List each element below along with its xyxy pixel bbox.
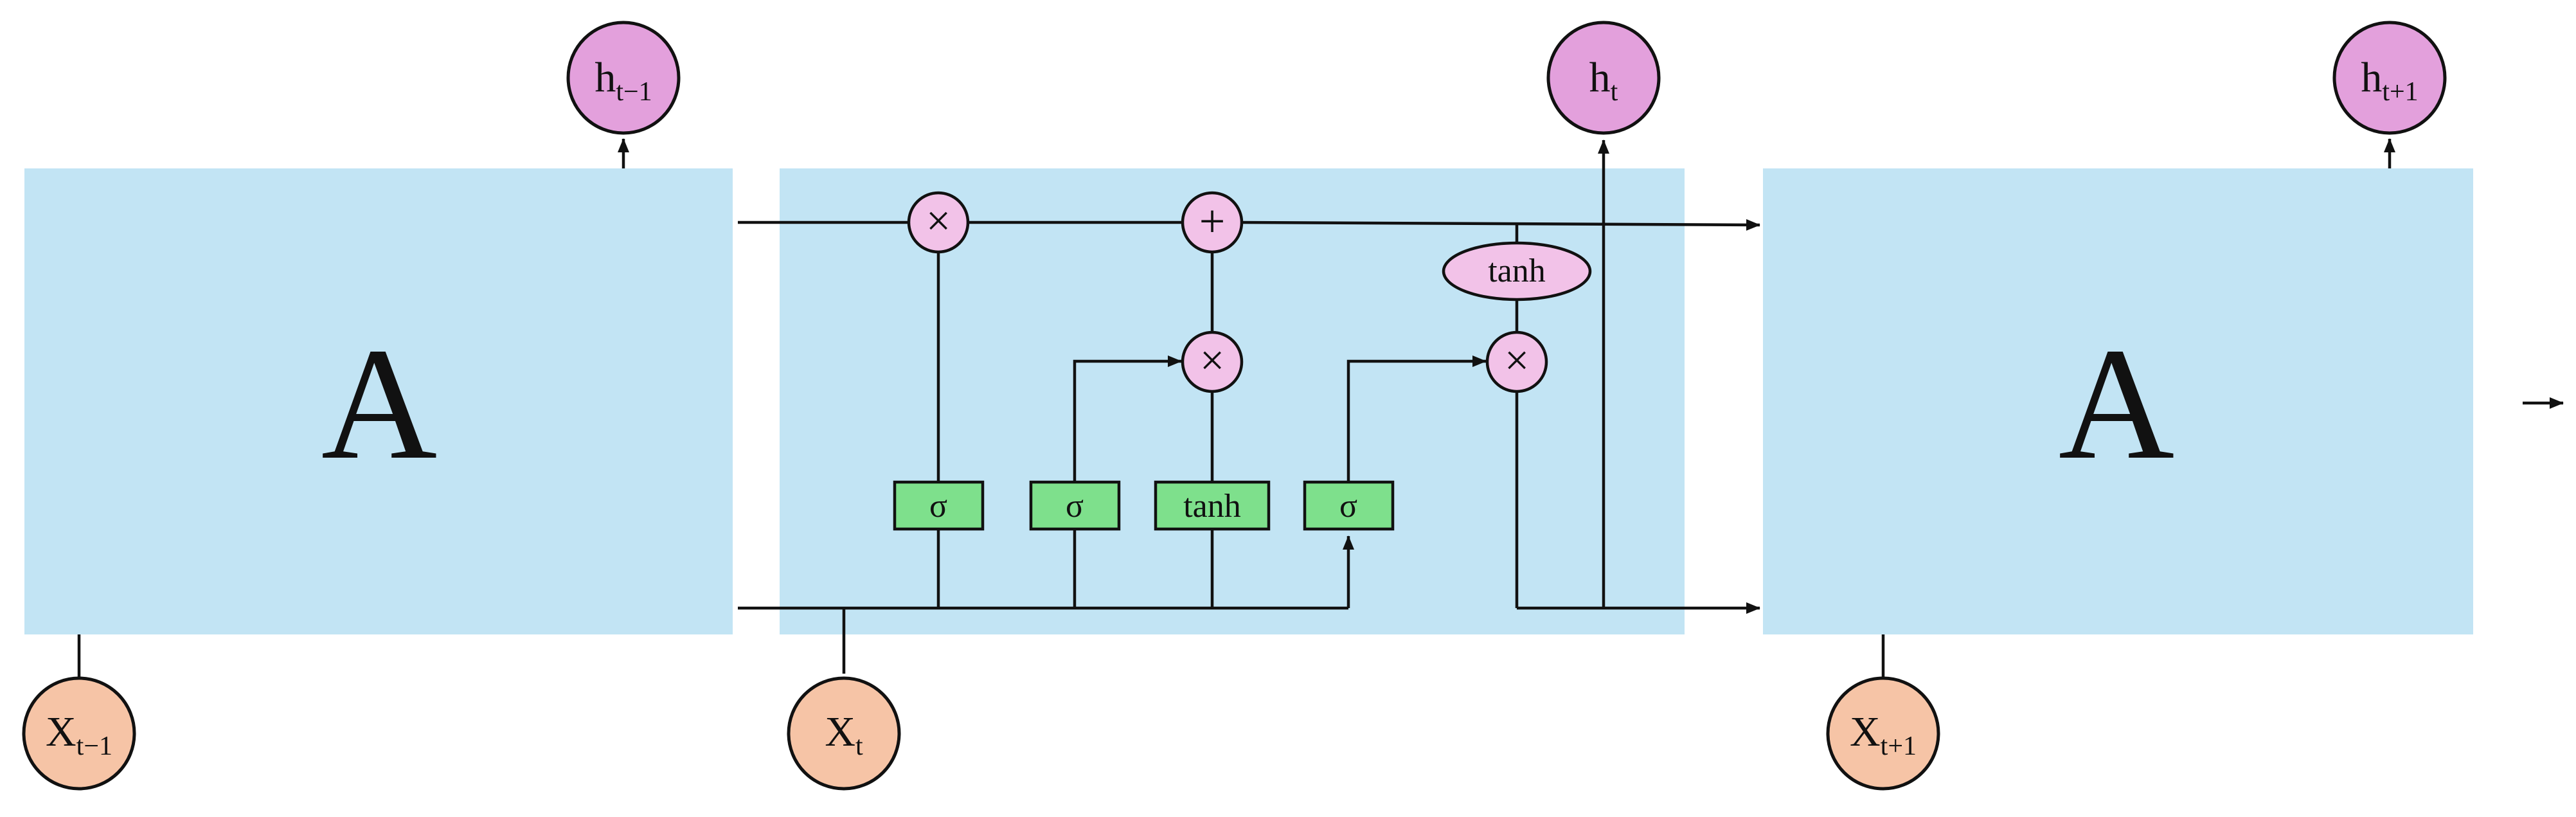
left-cell-label: A <box>321 315 438 493</box>
svg-text:tanh: tanh <box>1488 253 1546 289</box>
svg-text:×: × <box>926 196 951 245</box>
input-multiply-op: × <box>1181 330 1244 393</box>
output-gate: σ <box>1303 480 1395 531</box>
svg-text:σ: σ <box>1339 488 1357 525</box>
svg-text:×: × <box>1200 336 1224 384</box>
svg-text:Xt−1: Xt−1 <box>46 708 112 761</box>
svg-text:tanh: tanh <box>1183 488 1241 525</box>
input-node-current: Xt <box>787 676 901 791</box>
cell-state-line-out <box>1240 219 1760 231</box>
right-cell-box <box>1763 168 2473 634</box>
candidate-gate: tanh <box>1154 480 1271 531</box>
output-gate-to-multiply <box>1346 355 1487 482</box>
input-node-next: Xt+1 <box>1826 676 1940 791</box>
output-node-next: ht+1 <box>2332 21 2447 135</box>
input-gate: σ <box>1029 480 1121 531</box>
svg-text:ht+1: ht+1 <box>2361 54 2418 107</box>
cell-add-op: + <box>1181 191 1244 254</box>
svg-text:ht: ht <box>1589 54 1618 107</box>
left-cell-box <box>24 168 733 634</box>
svg-text:Xt: Xt <box>825 708 863 761</box>
svg-text:Xt+1: Xt+1 <box>1850 708 1917 761</box>
input-to-multiply <box>1073 355 1182 482</box>
input-node-prev: Xt−1 <box>22 676 136 791</box>
svg-text:+: + <box>1199 195 1226 247</box>
right-cell-label: A <box>2059 315 2175 493</box>
cell-tanh-op: tanh <box>1442 241 1592 301</box>
svg-text:ht−1: ht−1 <box>595 54 652 107</box>
output-node-prev: ht−1 <box>566 21 681 135</box>
forget-gate: σ <box>893 480 985 531</box>
svg-text:σ: σ <box>1066 488 1084 525</box>
output-multiply-op: × <box>1485 330 1548 393</box>
svg-text:σ: σ <box>929 488 947 525</box>
output-node-current: ht <box>1546 21 1661 135</box>
forget-multiply-op: × <box>907 191 970 254</box>
svg-text:×: × <box>1505 336 1529 384</box>
